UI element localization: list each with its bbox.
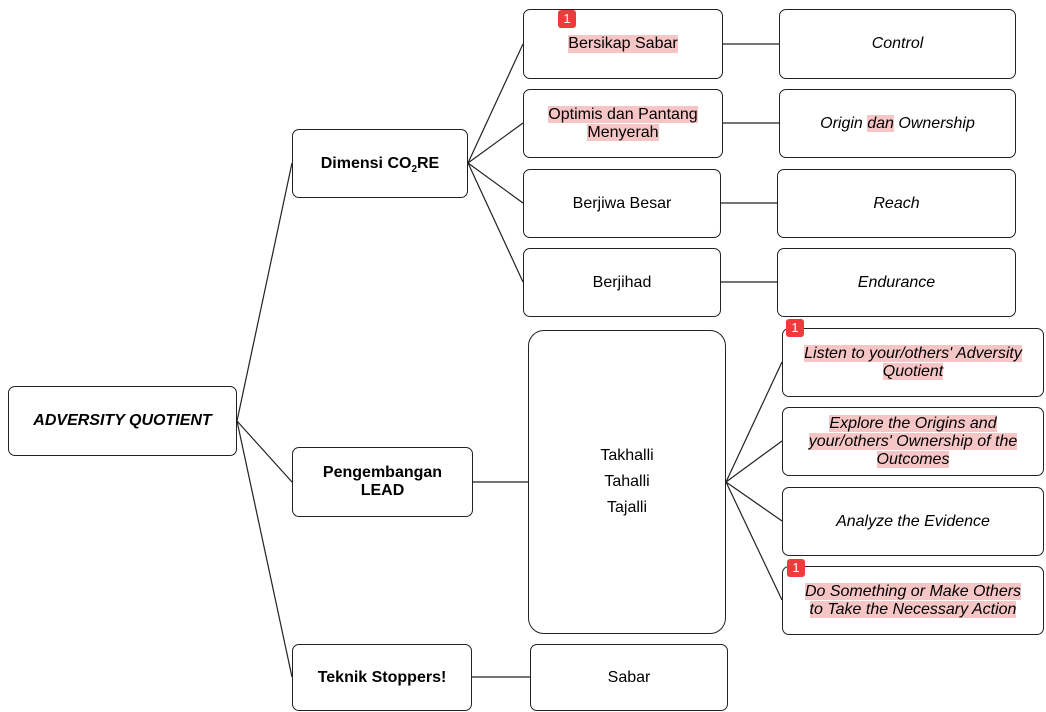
lead-step-explore: Explore the Origins and your/others' Own… <box>782 407 1044 476</box>
comment-badge[interactable]: 1 <box>558 10 576 28</box>
core-branch-node: Dimensi CO2RE <box>292 129 468 198</box>
dimension-origin-ownership-label: Origin dan Ownership <box>820 114 975 132</box>
lead-branch-line2: LEAD <box>360 482 405 499</box>
dimension-origin-ownership: Origin dan Ownership <box>779 89 1016 158</box>
link-core-berjihad <box>467 162 524 283</box>
core-item-optimis-line1: Optimis dan Pantang <box>548 105 698 123</box>
link-root-lead <box>236 420 293 483</box>
root-node: ADVERSITY QUOTIENT <box>8 386 237 456</box>
lead-step-analyze: Analyze the Evidence <box>782 487 1044 556</box>
link-core-sabar <box>467 43 524 164</box>
dimension-endurance: Endurance <box>777 248 1016 317</box>
core-item-optimis-line2: Menyerah <box>587 123 659 141</box>
lead-center-line1: Takhalli <box>600 447 654 464</box>
lead-step-do-line2: to Take the Necessary Action <box>809 600 1017 618</box>
dimension-control-label: Control <box>871 35 924 52</box>
comment-badge[interactable]: 1 <box>787 559 805 577</box>
link-center-do <box>725 481 783 601</box>
lead-step-listen-line2: Quotient <box>882 362 944 380</box>
core-branch-label: Dimensi CO2RE <box>320 154 440 175</box>
comment-badge[interactable]: 1 <box>786 319 804 337</box>
lead-branch-node: Pengembangan LEAD <box>292 447 473 517</box>
link-center-analyze <box>725 481 783 522</box>
core-item-optimis: Optimis dan Pantang Menyerah <box>523 89 723 158</box>
link-root-core <box>236 162 293 422</box>
link-core-berjiwa <box>467 162 524 204</box>
lead-step-do: Do Something or Make Others to Take the … <box>782 566 1044 635</box>
lead-center-node: Takhalli Tahalli Tajalli <box>528 330 726 634</box>
lead-step-analyze-label: Analyze the Evidence <box>836 512 990 530</box>
lead-center-line2: Tahalli <box>604 473 650 490</box>
link-core-optimis <box>467 122 524 164</box>
lead-step-explore-line3: Outcomes <box>876 450 950 468</box>
core-item-sabar: Bersikap Sabar <box>523 9 723 79</box>
core-item-sabar-label: Bersikap Sabar <box>568 35 678 53</box>
link-root-stoppers <box>236 420 293 678</box>
link-center-explore <box>725 440 783 483</box>
dimension-reach: Reach <box>777 169 1016 238</box>
link-center-listen <box>725 361 783 483</box>
lead-branch-line1: Pengembangan <box>322 464 443 481</box>
lead-step-explore-line2: your/others' Ownership of the <box>808 432 1018 450</box>
lead-step-listen: Listen to your/others' Adversity Quotien… <box>782 328 1044 397</box>
core-item-berjiwa-label: Berjiwa Besar <box>572 194 672 212</box>
root-label: ADVERSITY QUOTIENT <box>33 412 212 429</box>
dimension-reach-label: Reach <box>873 194 920 212</box>
lead-step-listen-line1: Listen to your/others' Adversity <box>804 344 1022 362</box>
lead-step-explore-line1: Explore the Origins and <box>829 414 997 432</box>
lead-step-do-line1: Do Something or Make Others <box>804 582 1022 600</box>
stoppers-branch-node: Teknik Stoppers! <box>292 644 472 711</box>
stoppers-branch-label: Teknik Stoppers! <box>317 668 447 686</box>
stoppers-item-sabar-label: Sabar <box>607 668 651 686</box>
core-item-berjihad-label: Berjihad <box>592 273 652 291</box>
dimension-control: Control <box>779 9 1016 79</box>
core-item-berjiwa: Berjiwa Besar <box>523 169 721 238</box>
dimension-endurance-label: Endurance <box>857 273 936 291</box>
stoppers-item-sabar: Sabar <box>530 644 728 711</box>
core-item-berjihad: Berjihad <box>523 248 721 317</box>
lead-center-line3: Tajalli <box>606 499 647 516</box>
